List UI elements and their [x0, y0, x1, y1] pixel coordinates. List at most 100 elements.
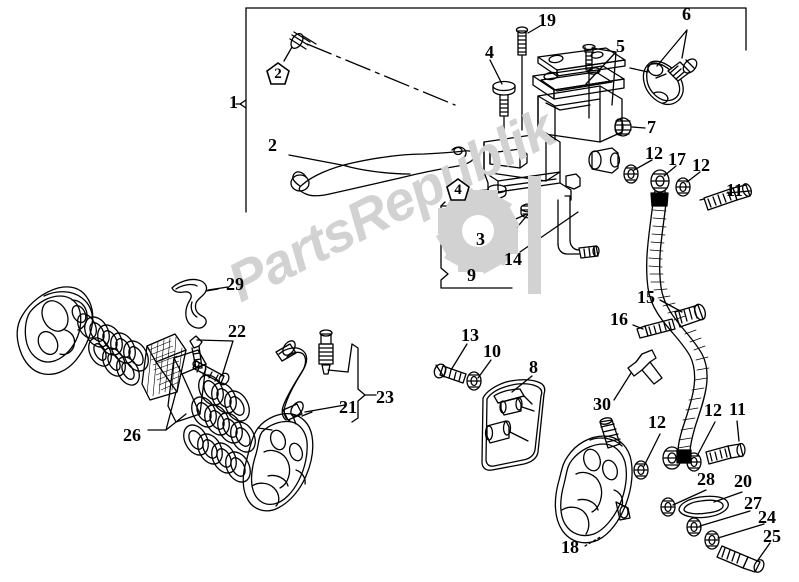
part-washer-12b [675, 177, 691, 197]
part-spacer-plate-20 [678, 495, 729, 519]
part-caliper-left-half [242, 412, 314, 512]
callout-3: 3 [476, 229, 485, 249]
callout-21: 21 [339, 397, 357, 417]
leader-13 [450, 343, 468, 371]
callout-2b: 2 [268, 135, 277, 155]
callout-18: 18 [561, 537, 579, 557]
leader-15 [659, 299, 683, 313]
callout-24: 24 [758, 507, 776, 527]
callout-2a-label: 2 [274, 66, 282, 82]
leader-28 [672, 489, 707, 506]
part-lever-pivot-screw [283, 31, 317, 62]
leader-12c [643, 433, 661, 467]
callout-19: 19 [538, 10, 556, 30]
callout-11a: 11 [726, 180, 744, 200]
part-caliper-bolt-25 [716, 545, 765, 573]
part-hose-bracket-30 [627, 349, 663, 385]
callout-27: 27 [744, 493, 762, 513]
leader-26 [147, 391, 187, 431]
leader-9-bracket [440, 201, 531, 289]
callout-11b: 11 [729, 399, 747, 419]
leader-19 [527, 25, 541, 34]
callout-9: 9 [467, 265, 476, 285]
leader-4-upper [489, 59, 503, 85]
part-clamp-bolt-16 [636, 318, 676, 339]
leader-17 [663, 165, 677, 177]
part-washer-12a [623, 164, 639, 184]
part-caliper-left-body [16, 286, 94, 376]
part-master-cylinder [483, 47, 626, 201]
leader-25 [757, 542, 771, 561]
leader-8 [511, 375, 533, 393]
part-caliper-right [554, 417, 633, 544]
callout-22: 22 [228, 321, 246, 341]
callout-4b-label: 4 [454, 182, 462, 198]
callout-12b: 12 [692, 155, 710, 175]
part-washer-27 [686, 517, 702, 537]
leader-20 [713, 491, 743, 503]
part-pistons-seals-lower [183, 374, 256, 483]
leader-11-upper [726, 190, 751, 194]
leader-12a [633, 159, 653, 171]
leader-21 [304, 404, 346, 413]
part-clamp-bolt-lower [487, 184, 507, 207]
callout-12d: 12 [704, 400, 722, 420]
callout-4-pentagon: 4 [446, 178, 470, 201]
part-plug-cap [614, 117, 632, 137]
callout-16: 16 [610, 309, 628, 329]
leader-16 [632, 324, 644, 330]
part-handlebar-clamp-bolt [655, 58, 698, 82]
part-washer-12d [686, 452, 702, 472]
part-hose-guard-8 [481, 379, 546, 471]
part-bleed-screw [318, 329, 349, 375]
part-reservoir-screw [515, 26, 529, 131]
part-brake-pipe-21 [275, 340, 313, 422]
callout-17: 17 [668, 149, 686, 169]
leader-22 [196, 339, 234, 377]
part-washer-10 [466, 371, 482, 391]
callout-7: 7 [647, 117, 656, 137]
part-washer-12c [633, 460, 649, 480]
callout-29: 29 [226, 274, 244, 294]
part-washer-24 [704, 530, 720, 550]
part-banjo-bolt-lower [705, 442, 746, 465]
callout-25: 25 [763, 526, 781, 546]
part-bolt-13 [433, 363, 467, 384]
callout-2-pentagon: 2 [266, 62, 290, 85]
part-banjo-fitting-lower [662, 446, 682, 470]
leader-12b [686, 171, 701, 183]
callout-14: 14 [504, 249, 522, 269]
part-brake-lever [290, 146, 475, 197]
leader-4-lower [472, 189, 489, 192]
callout-13: 13 [461, 325, 479, 345]
callout-8: 8 [529, 357, 538, 377]
leader-29 [207, 286, 229, 291]
leader-7 [631, 126, 646, 129]
callout-15: 15 [637, 287, 655, 307]
group-1-box [235, 7, 747, 213]
leader-2-lever [288, 154, 348, 167]
callout-28: 28 [697, 469, 715, 489]
callout-30: 30 [593, 394, 611, 414]
part-hose-clamp-15 [674, 303, 707, 328]
callout-5: 5 [616, 36, 625, 56]
leader-30 [613, 372, 632, 401]
leader-2-dashed [306, 43, 456, 106]
leader-23-bracket [347, 343, 377, 423]
callout-4a: 4 [485, 42, 494, 62]
leader-11-lower [736, 420, 740, 442]
leader-24 [717, 523, 765, 539]
callout-26: 26 [123, 425, 141, 445]
leader-18 [584, 535, 603, 547]
callout-23: 23 [376, 387, 394, 407]
callout-20: 20 [734, 471, 752, 491]
callout-6: 6 [682, 4, 691, 24]
leader-27 [699, 510, 751, 527]
leader-6 [656, 29, 688, 67]
callout-12a: 12 [645, 143, 663, 163]
part-brake-light-switch [557, 195, 600, 259]
leader-12d [696, 421, 716, 457]
callout-1: 1 [229, 92, 238, 112]
